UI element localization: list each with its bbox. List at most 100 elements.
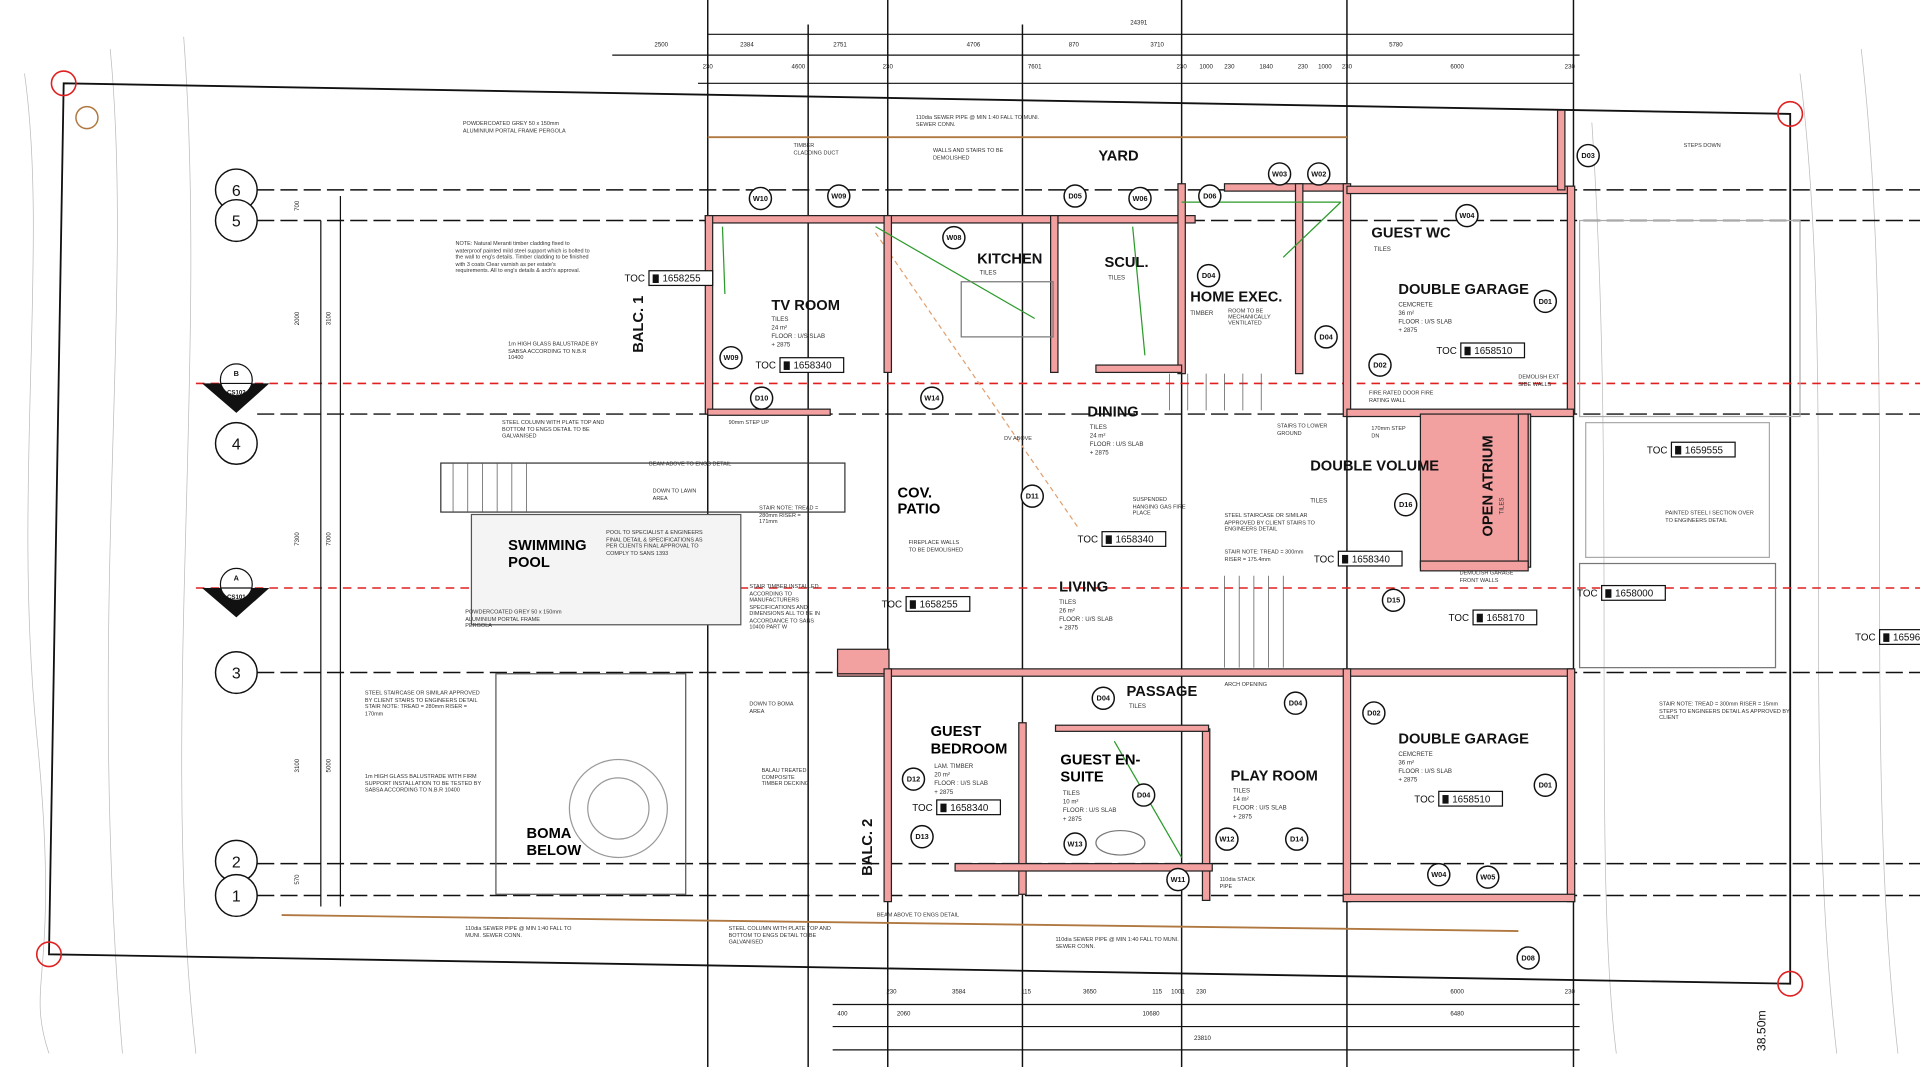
- tag-w02[interactable]: W02: [1307, 162, 1331, 186]
- svg-text:+ 2875: + 2875: [771, 342, 790, 349]
- svg-text:230: 230: [1177, 64, 1188, 71]
- section-marker-a[interactable]: A CS101: [202, 567, 270, 618]
- toc-value: 1659640: [1893, 633, 1920, 644]
- toc-prefix: TOC: [624, 274, 644, 285]
- tag-d04[interactable]: D04: [1314, 325, 1338, 349]
- boma-circle-inner: [587, 777, 650, 840]
- room-guest-wc: GUEST WC TILES: [1371, 226, 1451, 253]
- room-passage: PASSAGE TILES: [1127, 684, 1198, 710]
- svg-text:230: 230: [886, 988, 897, 995]
- tag-w06[interactable]: W06: [1128, 186, 1152, 211]
- tag-d02[interactable]: D02: [1362, 701, 1386, 725]
- tag-d04[interactable]: D04: [1283, 691, 1308, 715]
- tag-label: D14: [1290, 835, 1304, 844]
- tag-d11[interactable]: D11: [1020, 484, 1044, 508]
- note-balustrade-bottom: 1m HIGH GLASS BALUSTRADE WITH FIRM SUPPO…: [365, 773, 481, 793]
- svg-text:DINING: DINING: [1087, 405, 1138, 421]
- toc-prefix: TOC: [1314, 554, 1334, 565]
- note-sewer-top: 110dia SEWER PIPE @ MIN 1:40 FALL TO MUN…: [916, 114, 1039, 127]
- tag-d02[interactable]: D02: [1368, 353, 1392, 377]
- toc-prefix: TOC: [1449, 613, 1469, 624]
- tag-d16[interactable]: D16: [1393, 492, 1418, 517]
- section-sheet: CS101: [227, 594, 246, 601]
- tag-w09[interactable]: W09: [827, 184, 851, 208]
- grid-label-5: 5: [232, 214, 241, 231]
- tag-label: W09: [831, 191, 846, 200]
- svg-text:+ 2875: + 2875: [934, 789, 953, 796]
- tag-w12[interactable]: W12: [1215, 827, 1239, 851]
- tag-d04[interactable]: D04: [1196, 263, 1221, 288]
- tag-label: W09: [723, 353, 738, 362]
- tag-d15[interactable]: D15: [1381, 588, 1406, 613]
- note-sewer-bottom: 110dia SEWER PIPE @ MIN 1:40 FALL TO MUN…: [1056, 936, 1179, 949]
- section-marker-b[interactable]: B CS102: [202, 363, 270, 413]
- note-down-boma: DOWN TO BOMA AREA: [749, 701, 793, 714]
- svg-text:6000: 6000: [1450, 64, 1464, 71]
- tag-w13[interactable]: W13: [1063, 832, 1087, 856]
- svg-text:230: 230: [1224, 64, 1235, 71]
- svg-text:700: 700: [294, 200, 301, 211]
- svg-text:TILES: TILES: [1090, 424, 1107, 431]
- svg-text:14 m²: 14 m²: [1233, 796, 1249, 803]
- note-timber-cladding: TIMBER CLADDING DUCT: [793, 142, 838, 155]
- tag-w09[interactable]: W09: [719, 345, 743, 370]
- note-steel-stair-note: STAIR NOTE: TREAD = 300mm RISER = 175.4m…: [1224, 549, 1303, 562]
- svg-text:400: 400: [837, 1011, 848, 1018]
- room-guest-bedroom: GUEST BEDROOM LAM. TIMBER 20 m² FLOOR : …: [931, 723, 1008, 796]
- tag-w08[interactable]: W08: [942, 225, 966, 250]
- tag-d08[interactable]: D08: [1516, 946, 1540, 970]
- svg-text:+ 2875: + 2875: [1398, 327, 1417, 334]
- site-corner-markers: [35, 70, 1804, 997]
- svg-text:2751: 2751: [833, 42, 847, 49]
- note-pergola-top: POWDERCOATED GREY 50 x 150mm ALUMINIUM P…: [463, 120, 566, 133]
- tag-w04[interactable]: W04: [1455, 203, 1479, 228]
- svg-text:2500: 2500: [654, 42, 668, 49]
- svg-text:230: 230: [1342, 64, 1353, 71]
- dims-left: 700 2000 3100 7300 7000 3100 5000 570: [294, 200, 333, 885]
- section-letter: A: [234, 574, 240, 583]
- tag-w05[interactable]: W05: [1476, 865, 1500, 889]
- svg-text:6000: 6000: [1450, 988, 1464, 995]
- svg-text:26 m²: 26 m²: [1059, 608, 1075, 615]
- svg-text:FLOOR : U/S SLAB: FLOOR : U/S SLAB: [1090, 441, 1144, 448]
- tag-w14[interactable]: W14: [920, 386, 944, 410]
- note-arch-opening: ARCH OPENING: [1224, 681, 1267, 687]
- tag-label: W12: [1219, 835, 1234, 844]
- tag-d14[interactable]: D14: [1284, 827, 1309, 851]
- svg-text:LAM. TIMBER: LAM. TIMBER: [934, 763, 974, 770]
- tag-d04[interactable]: D04: [1131, 783, 1156, 807]
- note-stairs-lower: STAIRS TO LOWER GROUND: [1277, 423, 1327, 436]
- svg-text:DOUBLE GARAGE: DOUBLE GARAGE: [1398, 732, 1529, 748]
- note-fire-rated: FIRE RATED DOOR FIRE RATING WALL: [1369, 390, 1433, 403]
- svg-text:FLOOR : U/S SLAB: FLOOR : U/S SLAB: [1398, 318, 1452, 325]
- tag-d01[interactable]: D01: [1533, 289, 1558, 314]
- tag-d12[interactable]: D12: [901, 767, 926, 791]
- tag-d01[interactable]: D01: [1533, 773, 1558, 798]
- svg-text:36 m²: 36 m²: [1398, 310, 1414, 317]
- room-living: LIVING TILES 26 m² FLOOR : U/S SLAB + 28…: [1059, 580, 1113, 632]
- tag-d06[interactable]: D06: [1198, 184, 1222, 208]
- annotations: POWDERCOATED GREY 50 x 150mm ALUMINIUM P…: [365, 114, 1790, 949]
- tag-w11[interactable]: W11: [1166, 867, 1190, 892]
- svg-text:3100: 3100: [294, 758, 301, 772]
- toc-prefix: TOC: [1577, 589, 1597, 600]
- note-stair-note-right: STAIR NOTE: TREAD = 300mm RISER = 15mm S…: [1659, 701, 1789, 721]
- tag-label: D13: [915, 832, 928, 841]
- tag-d10[interactable]: D10: [749, 386, 774, 410]
- tag-d04[interactable]: D04: [1091, 686, 1116, 711]
- svg-text:5780: 5780: [1389, 42, 1403, 49]
- tag-w03[interactable]: W03: [1267, 162, 1292, 186]
- tag-d03[interactable]: D03: [1576, 143, 1600, 168]
- note-suspended-fire: SUSPENDED HANGING GAS FIRE PLACE: [1133, 496, 1186, 516]
- toc-value: 1658255: [920, 600, 959, 611]
- svg-text:CEMCRETE: CEMCRETE: [1398, 301, 1432, 308]
- tag-d05[interactable]: D05: [1063, 184, 1087, 208]
- tag-d13[interactable]: D13: [910, 824, 934, 849]
- room-tv-room: TV ROOM TILES 24 m² FLOOR : U/S SLAB + 2…: [771, 298, 840, 349]
- tag-w10[interactable]: W10: [748, 186, 773, 211]
- tag-label: D08: [1521, 953, 1534, 962]
- tag-w04[interactable]: W04: [1427, 862, 1451, 887]
